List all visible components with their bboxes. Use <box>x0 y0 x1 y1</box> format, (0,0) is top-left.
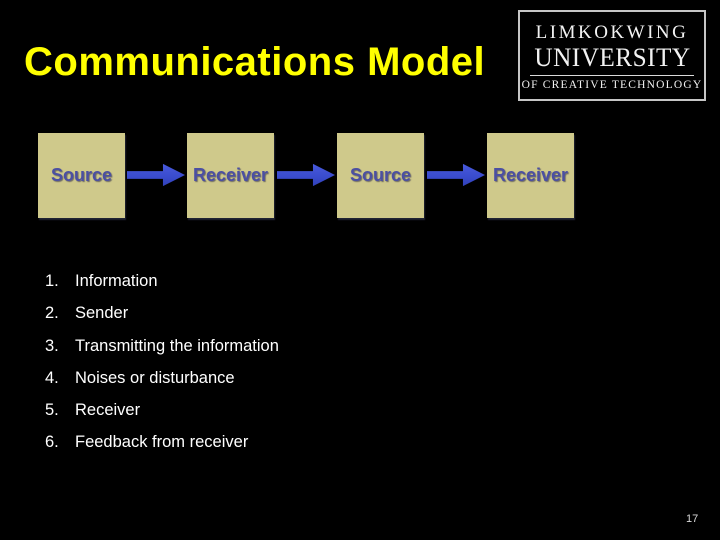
slide-title: Communications Model <box>24 40 486 84</box>
flow-node-label: Source <box>50 165 113 185</box>
list-item-text: Feedback from receiver <box>75 433 249 452</box>
list-item: 1. Information <box>45 273 279 290</box>
flow-node-receiver-2: Receiver <box>487 133 574 218</box>
list-item-number: 6. <box>45 433 59 452</box>
list-item: 6. Feedback from receiver <box>45 434 279 451</box>
list-item-text: Information <box>75 272 158 290</box>
right-arrow-icon <box>127 163 185 187</box>
flow-node-label: Receiver <box>192 165 269 185</box>
logo-name-main: UNIVERSITY <box>533 43 691 72</box>
list-item-number: 3. <box>45 336 59 355</box>
list-item-text: Sender <box>75 304 129 323</box>
logo-name-top: LIMKOKWING <box>535 22 689 43</box>
flow-node-source-2: Source <box>337 133 424 218</box>
logo-divider-line <box>530 75 694 76</box>
list-item: 5. Receiver <box>45 402 279 419</box>
list-item-number: 2. <box>45 304 59 323</box>
list-item: 2. Sender <box>45 305 279 322</box>
page-number: 17 <box>686 513 699 525</box>
flow-node-source-1: Source <box>38 133 125 218</box>
list-item-text: Receiver <box>75 401 141 420</box>
list-item-number: 1. <box>45 272 59 290</box>
flow-node-receiver-1: Receiver <box>187 133 274 218</box>
list-item: 3. Transmitting the information <box>45 336 279 355</box>
list-item-text: Noises or disturbance <box>75 368 235 387</box>
right-arrow-icon <box>277 163 335 187</box>
limkokwing-university-logo: LIMKOKWING UNIVERSITY OF CREATIVE TECHNO… <box>518 10 706 101</box>
right-arrow-icon <box>427 163 485 187</box>
list-item-text: Transmitting the information <box>75 336 279 355</box>
logo-tagline: OF CREATIVE TECHNOLOGY <box>521 79 703 91</box>
flow-node-label: Receiver <box>492 165 569 185</box>
numbered-list: 1. Information 2. Sender 3. Transmitting… <box>45 273 279 467</box>
list-item-number: 5. <box>45 401 59 420</box>
list-item: 4. Noises or disturbance <box>45 368 279 387</box>
list-item-number: 4. <box>45 368 59 387</box>
flow-node-label: Source <box>349 165 412 185</box>
